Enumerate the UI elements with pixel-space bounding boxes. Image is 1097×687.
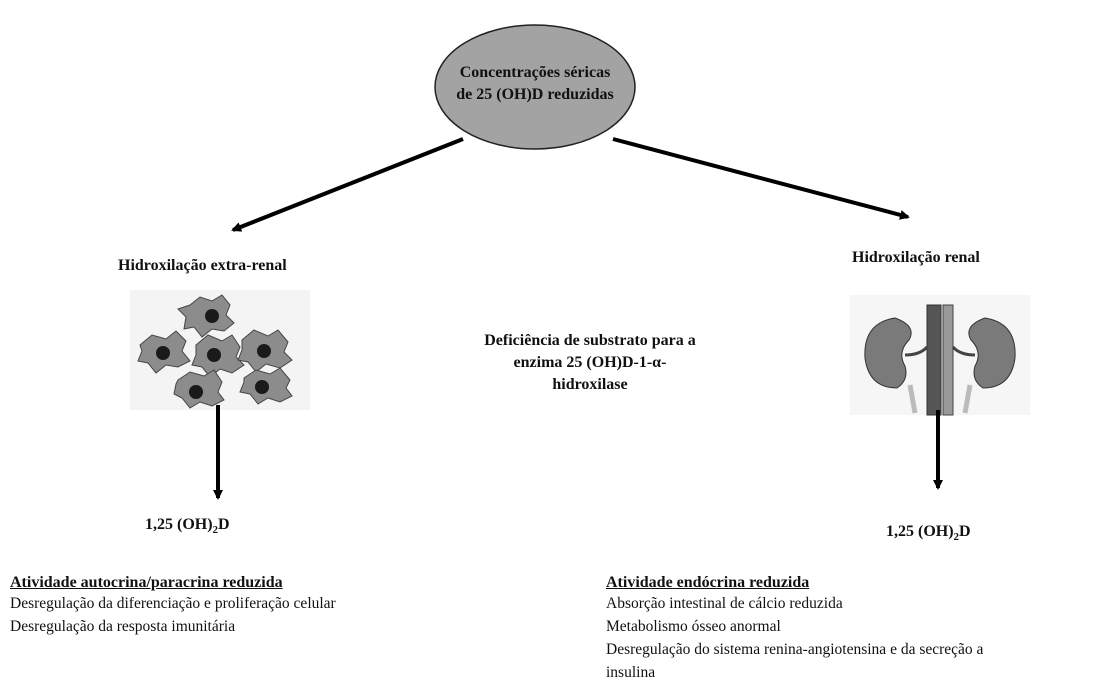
left-effects: Atividade autocrina/paracrina reduzida D… [10, 574, 336, 638]
kidney-icon [850, 295, 1030, 416]
right-product-prefix: 1,25 (OH) [886, 523, 954, 540]
left-product-prefix: 1,25 (OH) [145, 516, 213, 533]
arrow-right-branch [612, 137, 910, 220]
top-node-line2: de 25 (OH)D reduzidas [456, 86, 614, 103]
right-effects-heading: Atividade endócrina reduzida [606, 574, 810, 591]
left-effects-heading: Atividade autocrina/paracrina reduzida [10, 574, 283, 591]
right-product: 1,25 (OH)2D [886, 523, 971, 543]
top-node-line1: Concentrações séricas [459, 64, 611, 81]
center-note-line3: hidroxilase [552, 376, 628, 393]
arrow-left-branch [231, 137, 464, 232]
left-product-suffix: D [218, 516, 230, 533]
left-product-sub: 2 [212, 524, 219, 537]
left-effect-item: Desregulação da diferenciação e prolifer… [10, 595, 336, 612]
top-node-ellipse [434, 24, 636, 150]
right-effect-item: insulina [606, 664, 656, 681]
right-branch-title: Hidroxilação renal [852, 249, 980, 266]
left-product: 1,25 (OH)2D [145, 516, 230, 536]
right-product-suffix: D [959, 523, 971, 540]
right-effect-item: Metabolismo ósseo anormal [606, 618, 781, 635]
right-effect-item: Absorção intestinal de cálcio reduzida [606, 595, 843, 612]
right-effect-item: Desregulação do sistema renina-angiotens… [606, 641, 984, 658]
cell-cluster-icon [130, 290, 310, 410]
left-effect-item: Desregulação da resposta imunitária [10, 618, 236, 635]
center-note-line1: Deficiência de substrato para a [484, 332, 696, 349]
right-effects: Atividade endócrina reduzida Absorção in… [606, 574, 983, 684]
center-note-line2: enzima 25 (OH)D-1-α- [513, 354, 667, 371]
center-note: Deficiência de substrato para a enzima 2… [440, 330, 740, 396]
left-branch-title: Hidroxilação extra-renal [118, 257, 287, 274]
top-node-label: Concentrações séricas de 25 (OH)D reduzi… [435, 62, 635, 106]
right-effects-list: Absorção intestinal de cálcio reduzida M… [606, 592, 983, 684]
left-effects-list: Desregulação da diferenciação e prolifer… [10, 592, 336, 638]
right-product-sub: 2 [953, 531, 960, 544]
